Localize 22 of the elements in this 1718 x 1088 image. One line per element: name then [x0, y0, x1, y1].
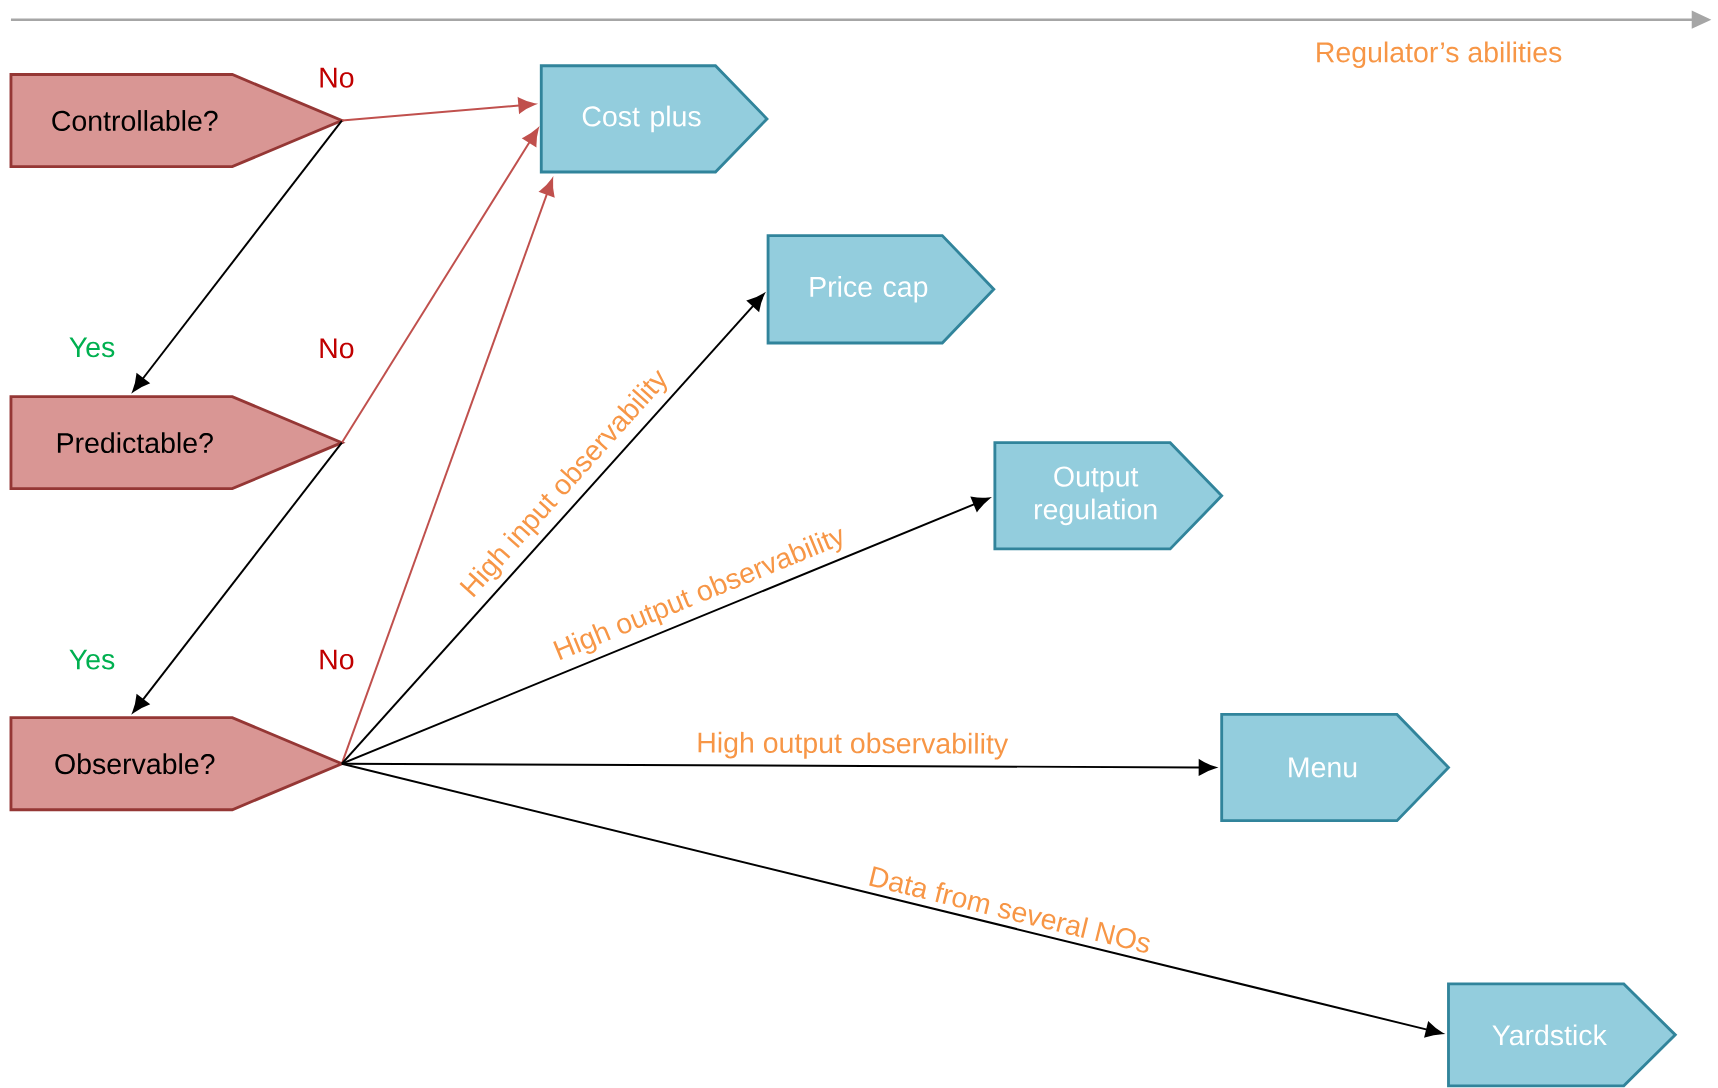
arrow — [132, 119, 343, 392]
edge-label: High output observability — [694, 729, 1011, 762]
edge-label: Data from several NOs — [864, 862, 1156, 957]
arrow — [340, 496, 990, 765]
edge-label: No — [315, 647, 357, 672]
outcome-box: Yardstick — [1447, 982, 1678, 1088]
arrow — [132, 441, 343, 713]
edge-label: Yes — [66, 647, 118, 672]
edge-label: Yes — [66, 335, 118, 360]
axis-label: Regulator’s abilities — [1317, 41, 1562, 69]
arrow — [340, 762, 1443, 1038]
outcome-box: Cost plus — [539, 64, 769, 174]
outcome-box: Menu — [1220, 712, 1451, 823]
decision-box: Observable? — [9, 716, 346, 812]
arrow — [340, 128, 539, 444]
outcome-box: Price cap — [766, 234, 996, 345]
arrow — [340, 178, 555, 765]
edge-label: No — [315, 336, 357, 361]
arrow — [340, 97, 536, 122]
outcome-box: Output regulation — [993, 441, 1224, 551]
arrow — [340, 293, 765, 765]
decision-box: Predictable? — [9, 395, 346, 491]
